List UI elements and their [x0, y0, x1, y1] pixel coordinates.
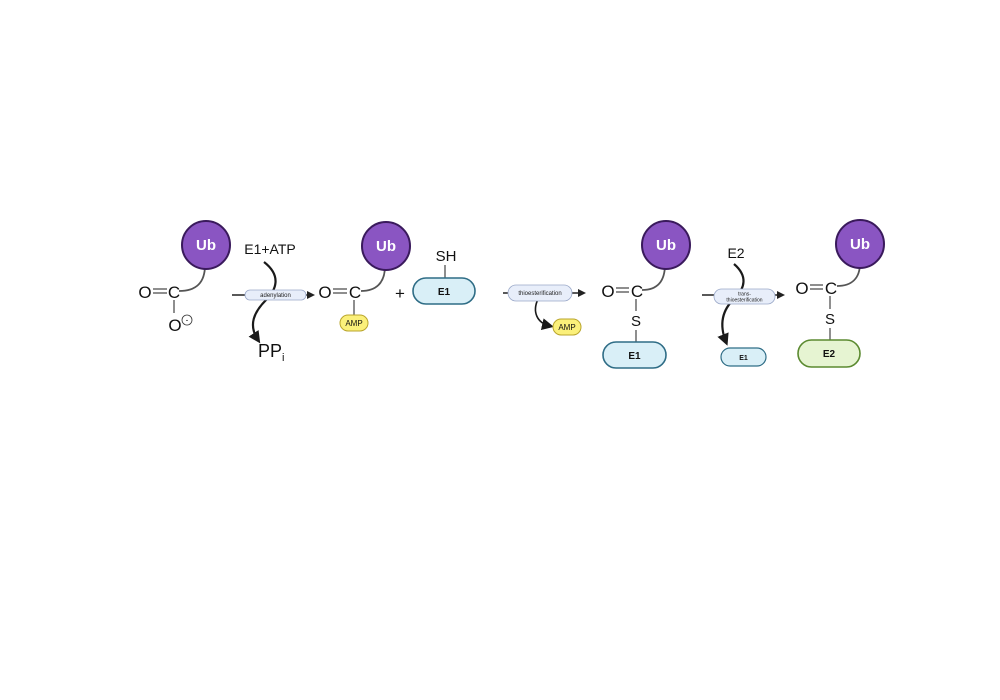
ubiquitin-carboxylate: Ub O C O -	[138, 220, 231, 335]
amp-pill	[339, 314, 369, 332]
carbon-atom: C	[825, 279, 837, 298]
ub-circle	[835, 219, 885, 269]
sulfur-atom: S	[631, 313, 641, 330]
step-label-line1: trans-	[738, 292, 751, 298]
step-label-pill	[713, 288, 776, 305]
ubiquitin-e2-thioester: Ub O C S E2	[795, 219, 885, 368]
oxygen-atom: O	[795, 279, 808, 298]
amp-label: AMP	[345, 319, 362, 328]
e2-pill	[797, 339, 861, 368]
step-label-thioesterification: thioesterification	[518, 291, 561, 297]
step-label-adenylation: adenylation	[260, 293, 291, 299]
e1-pill	[602, 341, 667, 369]
amp-release-curve-icon	[534, 298, 554, 331]
pp-release-curve-icon	[248, 261, 277, 344]
step-label-pill	[507, 284, 573, 302]
oxygen-atom-anion: O	[168, 316, 181, 335]
carbon-atom: C	[349, 283, 361, 302]
oxygen-atom: O	[601, 282, 614, 301]
ub-circle	[361, 221, 411, 271]
sulfur-atom: S	[825, 311, 835, 328]
e1-enzyme-thiol: SH E1	[412, 248, 476, 305]
oxygen-atom: O	[318, 283, 331, 302]
amp-label: AMP	[558, 323, 575, 332]
plus-sign: +	[395, 284, 405, 303]
ub-label: Ub	[376, 238, 396, 255]
ubiquitin-e1-thioester: Ub O C S E1	[601, 220, 691, 369]
thiol-sh: SH	[436, 248, 457, 265]
e1-label: E1	[739, 355, 748, 362]
e1-label: E1	[628, 351, 641, 362]
thioesterification-step: thioesterification AMP	[503, 284, 586, 336]
reagent-e2: E2	[727, 245, 744, 261]
step-label-line2: thioesterification	[726, 298, 762, 304]
ub-circle	[641, 220, 691, 270]
step-label-pill	[244, 289, 307, 301]
e1-label: E1	[438, 287, 451, 298]
ub-label: Ub	[196, 237, 216, 254]
ubiquitin-adenylate: Ub O C AMP	[318, 221, 411, 332]
byproduct-ppi: PPi	[258, 341, 284, 364]
oxygen-atom: O	[138, 283, 151, 302]
amp-pill	[552, 318, 582, 336]
negative-charge-sign: -	[186, 316, 189, 325]
e1-pill	[720, 347, 767, 367]
carbon-atom: C	[631, 282, 643, 301]
e1-pill	[412, 277, 476, 305]
ub-circle	[181, 220, 231, 270]
adenylation-step: E1+ATP adenylation PPi	[232, 241, 315, 364]
carbon-atom: C	[168, 283, 180, 302]
reagent-e1-atp: E1+ATP	[244, 241, 296, 257]
negative-charge-icon	[181, 314, 193, 326]
ub-label: Ub	[850, 236, 870, 253]
trans-thioesterification-step: E2 trans- thioesterification E1	[702, 245, 785, 367]
e2-label: E2	[823, 349, 836, 360]
ub-label: Ub	[656, 237, 676, 254]
